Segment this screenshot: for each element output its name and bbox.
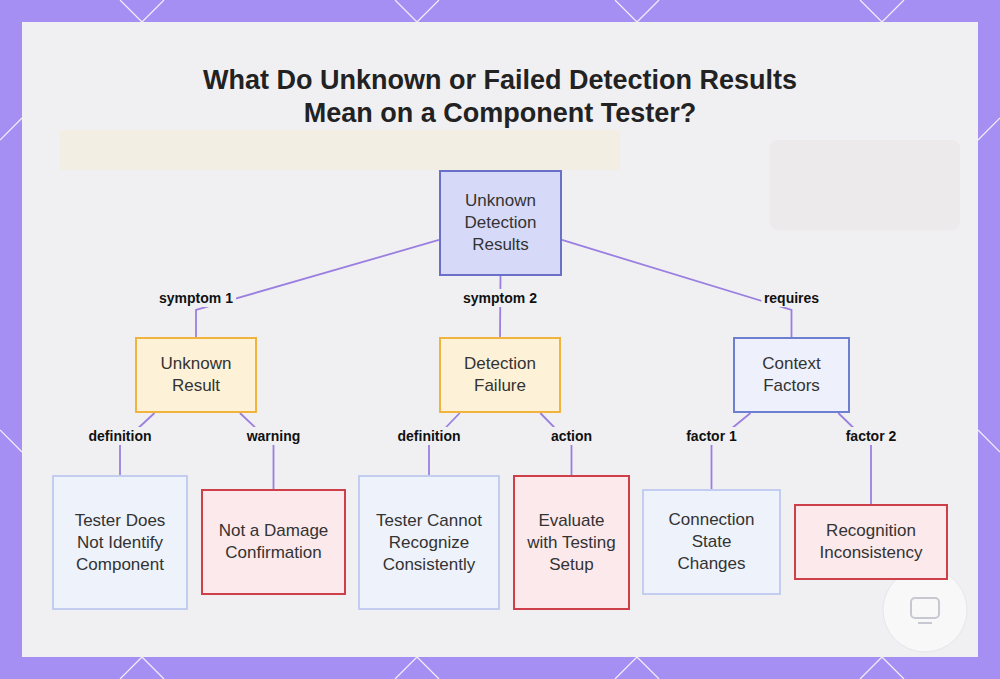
edge-label: warning: [244, 427, 304, 445]
connector-line: [712, 413, 751, 489]
diagram-title: What Do Unknown or Failed Detection Resu…: [195, 64, 805, 130]
category-box: Unknown Result: [135, 337, 257, 413]
node-text: Unknown Detection Results: [453, 190, 548, 256]
panel: [22, 22, 978, 657]
logo-badge: [883, 568, 967, 652]
edge-label: factor 1: [683, 427, 740, 445]
edge-label: symptom 1: [156, 289, 236, 307]
edge-label: definition: [86, 427, 155, 445]
connector-line: [240, 413, 274, 489]
edge-label: action: [548, 427, 595, 445]
blurred-backdrop: [60, 130, 620, 170]
definition-box: Tester Does Not Identify Component: [52, 475, 188, 610]
edge-label: factor 2: [843, 427, 900, 445]
node-text: Detection Failure: [453, 353, 547, 397]
factor-box: Connection State Changes: [642, 489, 781, 595]
connector-line: [562, 240, 792, 337]
category-box: Context Factors: [733, 337, 850, 413]
node-text: Tester Cannot Recognize Consistently: [372, 510, 486, 576]
node-text: Recognition Inconsistency: [808, 520, 934, 564]
edge-label: definition: [395, 427, 464, 445]
node-text: Context Factors: [747, 353, 836, 397]
node-text: Not a Damage Confirmation: [215, 520, 332, 564]
blurred-backdrop: [770, 140, 960, 230]
node-text: Tester Does Not Identify Component: [66, 510, 174, 576]
action-box: Evaluate with Testing Setup: [513, 475, 630, 610]
node-text: Evaluate with Testing Setup: [527, 510, 616, 576]
factor-box: Recognition Inconsistency: [794, 504, 948, 580]
edge-label: symptom 2: [460, 289, 540, 307]
edge-label: requires: [761, 289, 822, 307]
node-text: Unknown Result: [149, 353, 243, 397]
warning-box: Not a Damage Confirmation: [201, 489, 346, 595]
node-text: Connection State Changes: [656, 509, 767, 575]
definition-box: Tester Cannot Recognize Consistently: [358, 475, 500, 610]
category-box: Detection Failure: [439, 337, 561, 413]
root-box: Unknown Detection Results: [439, 170, 562, 276]
